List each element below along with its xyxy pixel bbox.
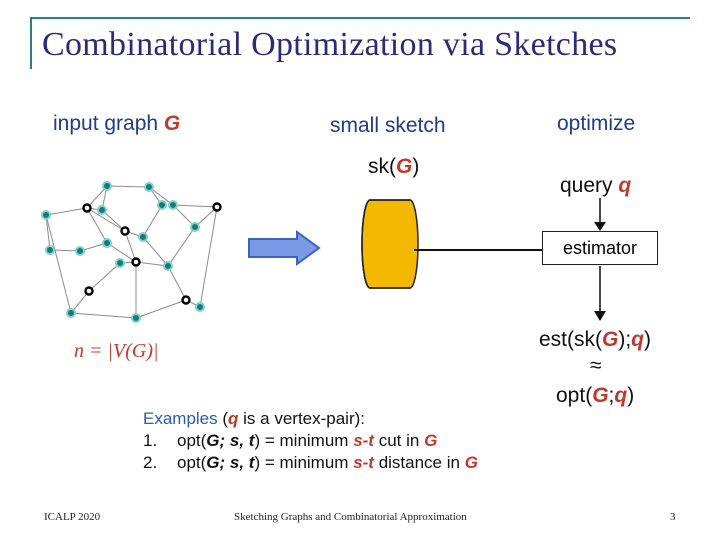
example-item: 2.opt(G; s, t) = minimum s-t distance in… [143, 453, 478, 472]
slide-title: Combinatorial Optimization via Sketches [42, 26, 618, 63]
sketch-to-estimator-line [414, 249, 542, 251]
graph-edges [45, 185, 218, 319]
sketch-expression: sk(G) [368, 155, 420, 178]
approx-symbol: ≈ [590, 354, 602, 377]
title-frame-top [30, 17, 690, 19]
input-graph-label: input graph G [53, 112, 181, 135]
down-arrow-icon [594, 198, 606, 231]
small-sketch-label: small sketch [330, 114, 446, 137]
right-arrow-icon [248, 230, 321, 266]
estimator-box: estimator [542, 231, 658, 265]
opt-expression: opt(G;q) [556, 384, 635, 407]
page-number: 3 [670, 511, 676, 523]
graph-nodes [41, 181, 222, 323]
footer-venue: ICALP 2020 [44, 511, 101, 523]
title-frame-left [30, 17, 32, 69]
query-label: query q [560, 174, 632, 197]
sketch-cylinder-icon [361, 199, 419, 289]
examples-block: Examples (q is a vertex-pair): 1.opt(G; … [143, 408, 478, 474]
footer-title: Sketching Graphs and Combinatorial Appro… [234, 511, 467, 523]
optimize-label: optimize [557, 112, 636, 135]
examples-heading: Examples (q is a vertex-pair): [143, 409, 366, 428]
vertex-count-formula: n = |V(G)| [74, 340, 159, 362]
input-graph [41, 181, 222, 323]
example-item: 1.opt(G; s, t) = minimum s-t cut in G [143, 431, 438, 450]
down-arrow-icon [594, 266, 606, 321]
estimate-expression: est(sk(G);q) [539, 328, 651, 351]
